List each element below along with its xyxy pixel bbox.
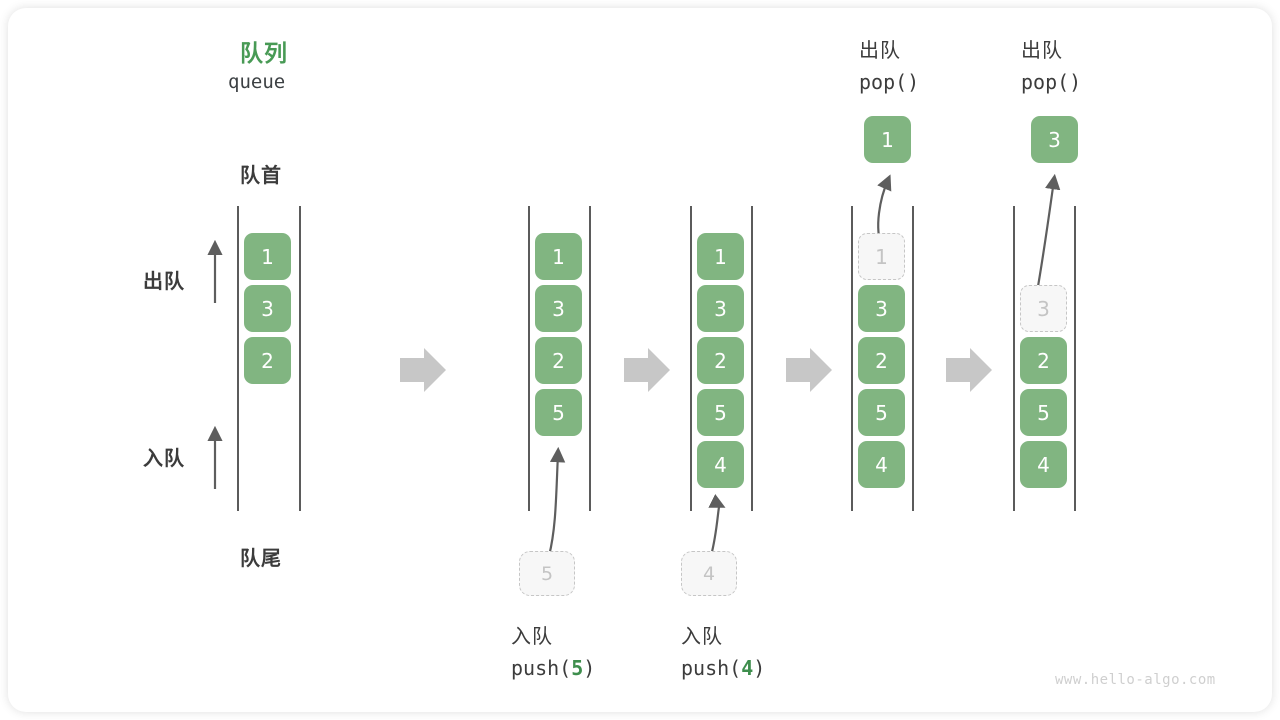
queue-cell-removed: 3 bbox=[1020, 285, 1067, 332]
queue-cell-removed: 1 bbox=[858, 233, 905, 280]
code-prefix: push( bbox=[681, 656, 742, 680]
code-suffix: ) bbox=[583, 656, 596, 680]
rail-right bbox=[299, 206, 301, 511]
code-argument: 5 bbox=[571, 656, 584, 680]
rail-left bbox=[690, 206, 692, 511]
queue-cell: 1 bbox=[697, 233, 744, 280]
rail-left bbox=[851, 206, 853, 511]
queue-cell-new: 4 bbox=[697, 441, 744, 488]
front-label: 队首 bbox=[240, 163, 282, 187]
rail-right bbox=[589, 206, 591, 511]
stage-caption-code: push(5) bbox=[511, 656, 595, 680]
queue-cell: 2 bbox=[535, 337, 582, 384]
watermark: www.hello-algo.com bbox=[1055, 672, 1216, 688]
rail-right bbox=[751, 206, 753, 511]
dequeue-label: 出队 bbox=[143, 269, 185, 293]
queue-cell: 3 bbox=[244, 285, 291, 332]
queue-cell: 5 bbox=[697, 389, 744, 436]
rail-left bbox=[1013, 206, 1015, 511]
rail-right bbox=[1074, 206, 1076, 511]
queue-cell: 3 bbox=[535, 285, 582, 332]
queue-cell: 4 bbox=[1020, 441, 1067, 488]
stage-caption-cn: 入队 bbox=[511, 624, 553, 648]
stage-transition-arrow-4 bbox=[946, 348, 992, 392]
diagram-card: 队列 queue 队首 队尾 出队 入队 1 3 2 1 3 2 5 5 入队 … bbox=[8, 8, 1272, 712]
stage-header-code: pop() bbox=[1021, 70, 1082, 94]
enqueue-label: 入队 bbox=[143, 446, 185, 470]
queue-cell-new: 5 bbox=[535, 389, 582, 436]
queue-cell: 3 bbox=[858, 285, 905, 332]
push-4-arrow bbox=[708, 494, 726, 557]
stage-transition-arrow-3 bbox=[786, 348, 832, 392]
queue-cell: 1 bbox=[244, 233, 291, 280]
stage-transition-arrow-1 bbox=[400, 348, 446, 392]
stage-header-cn: 出队 bbox=[859, 38, 901, 62]
popped-value-box: 3 bbox=[1031, 116, 1078, 163]
queue-cell: 2 bbox=[697, 337, 744, 384]
stage-header-code: pop() bbox=[859, 70, 920, 94]
pop-3-arrow bbox=[1034, 173, 1061, 299]
queue-cell: 4 bbox=[858, 441, 905, 488]
queue-cell: 3 bbox=[697, 285, 744, 332]
incoming-chip: 4 bbox=[681, 551, 737, 596]
incoming-chip: 5 bbox=[519, 551, 575, 596]
queue-cell: 1 bbox=[535, 233, 582, 280]
code-suffix: ) bbox=[753, 656, 766, 680]
popped-value-box: 1 bbox=[864, 116, 911, 163]
page-title: 队列 bbox=[240, 41, 288, 67]
queue-cell: 5 bbox=[858, 389, 905, 436]
code-prefix: push( bbox=[511, 656, 572, 680]
push-5-arrow bbox=[547, 446, 566, 557]
stage-caption-cn: 入队 bbox=[681, 624, 723, 648]
page-subtitle: queue bbox=[228, 71, 286, 93]
stage-header-cn: 出队 bbox=[1021, 38, 1063, 62]
queue-cell: 2 bbox=[858, 337, 905, 384]
stage-caption-code: push(4) bbox=[681, 656, 765, 680]
queue-cell: 2 bbox=[1020, 337, 1067, 384]
queue-cell: 5 bbox=[1020, 389, 1067, 436]
rail-left bbox=[528, 206, 530, 511]
arrows-overlay bbox=[207, 173, 1061, 557]
queue-cell: 2 bbox=[244, 337, 291, 384]
rail-left bbox=[237, 206, 239, 511]
code-argument: 4 bbox=[741, 656, 754, 680]
rear-label: 队尾 bbox=[240, 546, 282, 570]
rail-right bbox=[912, 206, 914, 511]
stage-transition-arrow-2 bbox=[624, 348, 670, 392]
